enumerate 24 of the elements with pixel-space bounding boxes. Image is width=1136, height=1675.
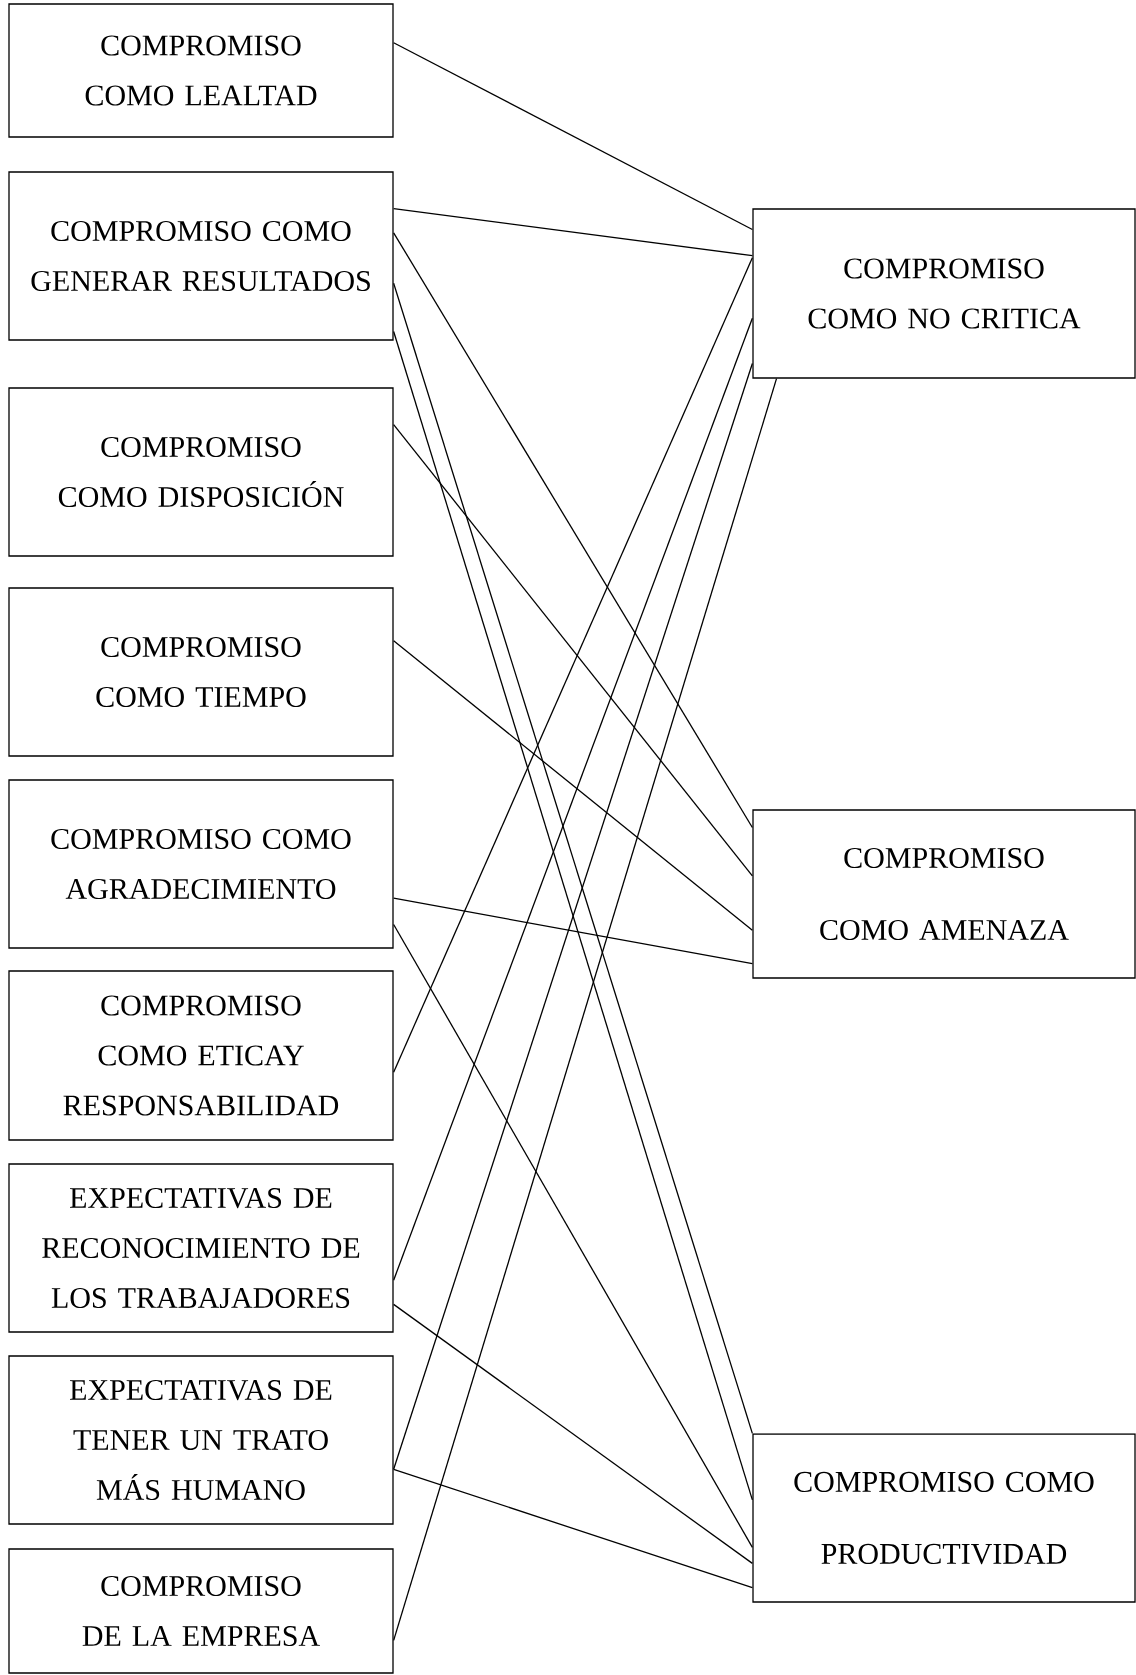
text-box: COMPROMISO COMO TIEMPO bbox=[8, 587, 394, 757]
connector-line bbox=[393, 423, 753, 877]
text-box: COMPROMISO COMO ETICAY RESPONSABILIDAD bbox=[8, 970, 394, 1141]
connector-line bbox=[393, 257, 753, 1073]
text-box: COMPROMISO DE LA EMPRESA bbox=[8, 1548, 394, 1674]
connector-line bbox=[393, 378, 778, 1641]
connector-line bbox=[393, 923, 753, 1548]
connector-line bbox=[393, 42, 753, 231]
text-box: EXPECTATIVAS DE TENER UN TRATO MÁS HUMANO bbox=[8, 1355, 394, 1525]
connector-line bbox=[393, 1303, 753, 1565]
text-box: COMPROMISO COMO DISPOSICIÓN bbox=[8, 387, 394, 557]
text-box: COMPROMISO COMO LEALTAD bbox=[8, 3, 394, 138]
connector-line bbox=[393, 207, 753, 257]
connector-line bbox=[393, 232, 753, 829]
connector-line bbox=[393, 317, 753, 1281]
connector-line bbox=[393, 897, 753, 965]
text-box: COMPROMISO COMO AGRADECIMIENTO bbox=[8, 779, 394, 949]
text-box: COMPROMISO COMO PRODUCTIVIDAD bbox=[752, 1433, 1136, 1603]
text-box: COMPROMISO COMO NO CRITICA bbox=[752, 208, 1136, 379]
connector-line bbox=[393, 1468, 753, 1589]
text-box: COMPROMISO COMO GENERAR RESULTADOS bbox=[8, 171, 394, 341]
connector-line bbox=[393, 640, 753, 931]
text-box: EXPECTATIVAS DE RECONOCIMIENTO DE LOS TRABAJADORES bbox=[8, 1163, 394, 1333]
text-box: COMPROMISO COMO AMENAZA bbox=[752, 809, 1136, 979]
